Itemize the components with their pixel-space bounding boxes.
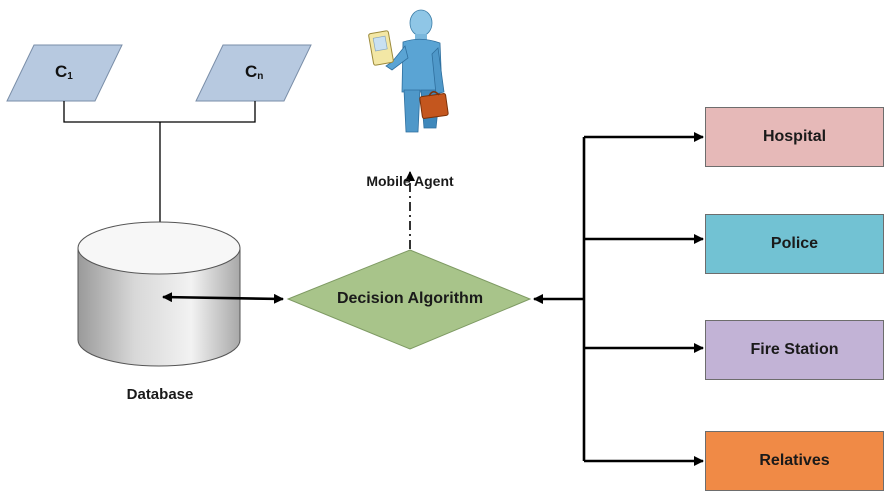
destination-hospital: Hospital [705,107,884,167]
destination-hospital-label: Hospital [762,128,827,145]
destinations-bus [533,132,704,466]
client-1-shape [6,44,123,102]
mobile-agent-label: Mobile Agent [366,173,454,189]
client-n-shape [195,44,312,102]
database-decision-arrow [162,292,284,304]
client-1-label: C1 [55,62,73,82]
database-label: Database [126,386,194,403]
destination-police: Police [705,214,884,274]
destination-police-label: Police [770,235,819,252]
destination-fire-station-label: Fire Station [750,341,839,358]
database-cylinder [77,221,241,367]
client-connector [63,101,256,123]
destination-fire-station: Fire Station [705,320,884,380]
decision-diamond [286,249,532,350]
destination-relatives-label: Relatives [759,452,830,469]
mobile-agent-person-icon [368,9,449,133]
decision-algorithm-label: Decision Algorithm [336,290,484,307]
client-n-label: Cn [245,62,264,82]
destination-relatives: Relatives [705,431,884,491]
